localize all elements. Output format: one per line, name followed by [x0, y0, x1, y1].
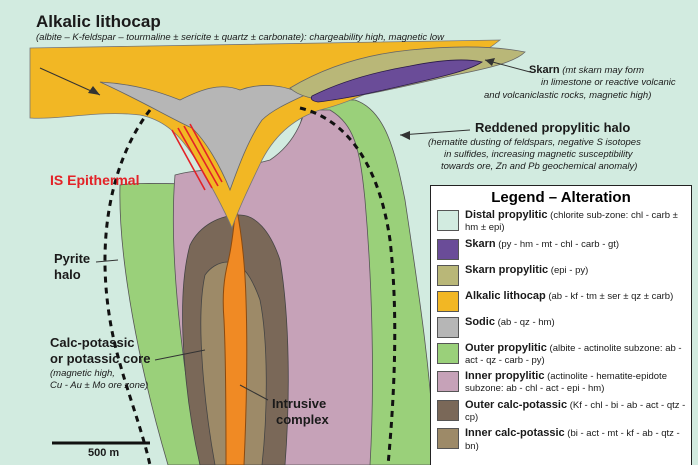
legend-item-text: Sodic (ab - qz - hm) [465, 316, 687, 329]
pyrite-label-1: Pyrite [54, 252, 90, 267]
calc-note-1: (magnetic high, [50, 369, 115, 380]
legend-item-name: Outer calc-potassic [465, 399, 567, 411]
calc-note-2: Cu - Au ± Mo ore zone) [50, 381, 148, 392]
legend-item-desc: (py - hm - mt - chl - carb - gt) [496, 239, 620, 250]
diagram-subtitle: (albite – K-feldspar – tourmaline ± seri… [36, 33, 444, 44]
calc-label-2: or potassic core [50, 352, 150, 367]
reddened-note-3: towards ore, Zn and Pb geochemical anoma… [441, 162, 637, 173]
skarn-note-2: in limestone or reactive volcanic [541, 78, 676, 89]
legend-item-text: Inner calc-potassic (bi - act - mt - kf … [465, 427, 687, 452]
legend-swatch [437, 428, 459, 449]
legend-item-text: Alkalic lithocap (ab - kf - tm ± ser ± q… [465, 290, 687, 303]
legend-item: Distal propylitic (chlorite sub-zone: ch… [437, 209, 691, 234]
legend-swatch [437, 239, 459, 260]
legend-item: Inner propylitic (actinolite - hematite-… [437, 370, 691, 395]
alteration-legend: Legend – Alteration Distal propylitic (c… [430, 185, 692, 465]
legend-swatch [437, 343, 459, 364]
legend-swatch [437, 317, 459, 338]
legend-item-name: Inner calc-potassic [465, 427, 565, 439]
legend-item-name: Skarn propylitic [465, 264, 548, 276]
legend-item-name: Inner propylitic [465, 370, 544, 382]
intrusive-label-1: Intrusive [272, 397, 326, 412]
diagram-title: Alkalic lithocap [36, 12, 161, 32]
legend-item-name: Sodic [465, 316, 495, 328]
reddened-label: Reddened propylitic halo [475, 121, 630, 136]
legend-item: Skarn propylitic (epi - py) [437, 264, 691, 286]
legend-item: Outer propylitic (albite - actinolite su… [437, 342, 691, 367]
legend-swatch [437, 210, 459, 231]
skarn-note-3: and volcaniclastic rocks, magnetic high) [484, 91, 651, 102]
legend-item-name: Alkalic lithocap [465, 290, 546, 302]
legend-item-text: Distal propylitic (chlorite sub-zone: ch… [465, 209, 687, 234]
legend-item-desc: (ab - kf - tm ± ser ± qz ± carb) [546, 291, 674, 302]
legend-item-name: Outer propylitic [465, 342, 547, 354]
legend-item-name: Skarn [465, 238, 496, 250]
reddened-note-2: in sulfides, increasing magnetic suscept… [444, 150, 633, 161]
reddened-note-1: (hematite dusting of feldspars, negative… [428, 138, 641, 149]
scale-label: 500 m [88, 447, 119, 460]
legend-item: Sodic (ab - qz - hm) [437, 316, 691, 338]
pyrite-label-2: halo [54, 268, 81, 283]
legend-item-text: Outer calc-potassic (Kf - chl - bi - ab … [465, 399, 687, 424]
legend-item: Alkalic lithocap (ab - kf - tm ± ser ± q… [437, 290, 691, 312]
skarn-label-name: Skarn [529, 64, 560, 76]
legend-item: Outer calc-potassic (Kf - chl - bi - ab … [437, 399, 691, 424]
legend-item: Inner calc-potassic (bi - act - mt - kf … [437, 427, 691, 452]
legend-swatch [437, 400, 459, 421]
legend-swatch [437, 291, 459, 312]
skarn-note-1: (mt skarn may form [560, 65, 644, 76]
intrusive-label-2: complex [276, 413, 329, 428]
legend-item: Skarn (py - hm - mt - chl - carb - gt) [437, 238, 691, 260]
is-epithermal-label: IS Epithermal [50, 172, 139, 188]
legend-item-name: Distal propylitic [465, 209, 548, 221]
legend-swatch [437, 265, 459, 286]
legend-item-desc: (epi - py) [548, 265, 588, 276]
legend-title: Legend – Alteration [431, 189, 691, 206]
legend-item-text: Outer propylitic (albite - actinolite su… [465, 342, 687, 367]
legend-item-text: Skarn propylitic (epi - py) [465, 264, 687, 277]
skarn-label: Skarn (mt skarn may form [529, 64, 644, 77]
legend-items: Distal propylitic (chlorite sub-zone: ch… [431, 209, 691, 452]
legend-item-text: Inner propylitic (actinolite - hematite-… [465, 370, 687, 395]
legend-swatch [437, 371, 459, 392]
legend-item-desc: (ab - qz - hm) [495, 317, 555, 328]
legend-item-text: Skarn (py - hm - mt - chl - carb - gt) [465, 238, 687, 251]
calc-label-1: Calc-potassic [50, 336, 135, 351]
